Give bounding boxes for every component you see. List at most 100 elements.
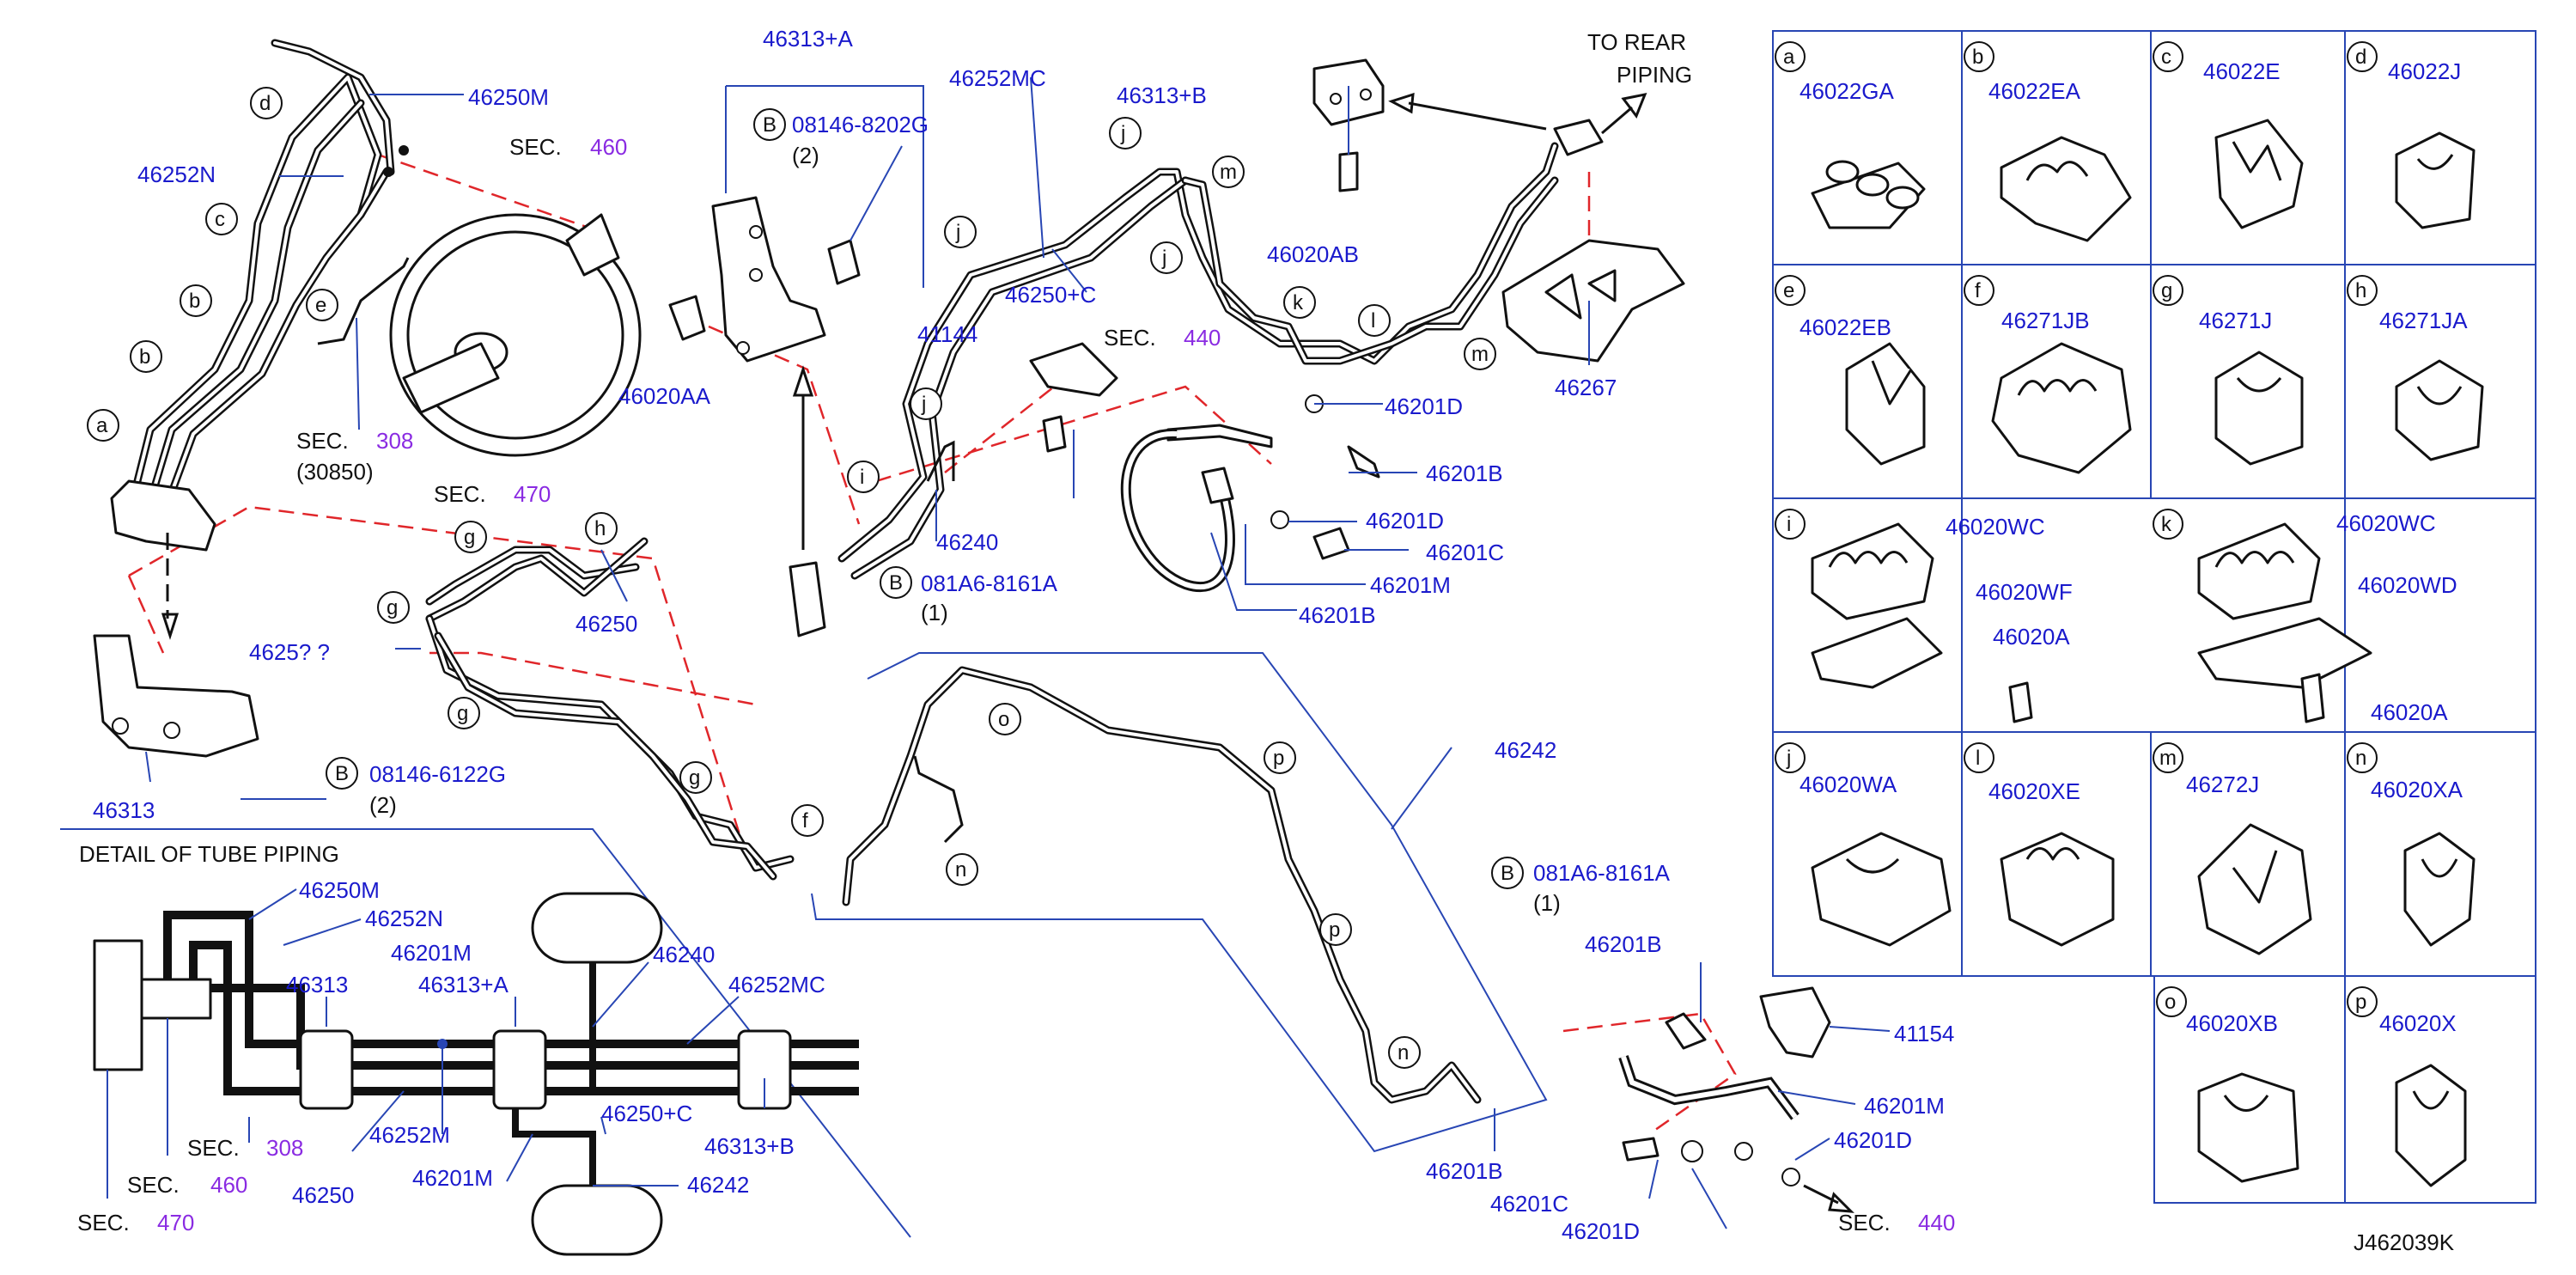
cell-letter-i: i [1787, 513, 1791, 536]
clip-drawings [1811, 119, 2484, 1187]
diagram-id: J462039K [2354, 1229, 2455, 1255]
cell-letter-k: k [2161, 513, 2172, 536]
cell-part-d: 46022J [2388, 58, 2461, 84]
label-sec308-sub: (30850) [296, 459, 374, 485]
label-46250: 46250 [575, 611, 637, 637]
svg-text:o: o [998, 708, 1009, 731]
label-46201C-b: 46201C [1490, 1191, 1568, 1217]
label-4625x-partial: 4625? ? [249, 639, 330, 665]
detail-label-46201M-b: 46201M [412, 1165, 493, 1191]
cell-part-k3: 46020A [2371, 699, 2448, 725]
cell-part-h: 46271JA [2379, 308, 2468, 333]
label-piping: PIPING [1617, 62, 1692, 88]
detail-title: DETAIL OF TUBE PIPING [79, 841, 339, 867]
front-tube-bundle [125, 39, 410, 520]
svg-text:b: b [189, 290, 200, 313]
cell-letter-j: j [1786, 747, 1791, 770]
cell-part-m: 46272J [2186, 772, 2259, 797]
svg-text:g: g [457, 702, 468, 725]
label-46252MC: 46252MC [949, 65, 1046, 91]
label-46267: 46267 [1555, 375, 1617, 400]
label-41154: 41154 [1894, 1021, 1954, 1046]
label-sec440-a: SEC. [1104, 325, 1156, 351]
detail-label-46242: 46242 [687, 1172, 749, 1198]
cell-letter-o: o [2165, 991, 2176, 1014]
clip-table-labels: a 46022GA b 46022EA c 46022E d 46022J e … [1775, 41, 2468, 1036]
detail-label-46313B: 46313+B [704, 1133, 795, 1159]
label-bolt-8202G: 08146-8202G [792, 112, 929, 137]
cell-part-k1: 46020WC [2336, 510, 2436, 536]
cell-part-i3: 46020A [1993, 624, 2070, 650]
junction-46313B [1312, 58, 1647, 192]
label-bolt-8161A-a: 081A6-8161A [921, 570, 1058, 596]
tube-46250 [425, 537, 826, 881]
label-bolt-6122G-qty: (2) [369, 792, 397, 818]
label-sec308-num: 308 [376, 428, 413, 454]
label-sec460: SEC. [509, 134, 562, 160]
svg-text:b: b [139, 345, 150, 369]
label-46201M-b: 46201M [1864, 1093, 1945, 1119]
detail-sec308-num: 308 [266, 1135, 303, 1161]
cell-part-k2: 46020WD [2358, 572, 2457, 598]
label-46242: 46242 [1495, 737, 1556, 763]
svg-text:n: n [955, 858, 966, 882]
svg-text:d: d [259, 92, 271, 115]
label-46201B-a: 46201B [1426, 461, 1503, 486]
cell-part-n: 46020XA [2371, 777, 2463, 802]
label-46240: 46240 [936, 529, 998, 555]
cell-part-a: 46022GA [1800, 78, 1895, 104]
cell-letter-p: p [2355, 991, 2366, 1014]
svg-text:g: g [689, 766, 700, 790]
cell-part-e: 46022EB [1800, 314, 1891, 340]
label-46201B-b: 46201B [1299, 602, 1376, 628]
svg-text:j: j [955, 221, 960, 244]
bracket-41144 [1029, 342, 1118, 453]
detail-label-46240: 46240 [653, 942, 715, 967]
label-46201D-a: 46201D [1385, 393, 1463, 419]
label-46250C: 46250+C [1005, 282, 1096, 308]
svg-text:g: g [464, 526, 475, 549]
label-bolt-8161A-a-qty: (1) [921, 600, 948, 625]
svg-text:n: n [1398, 1041, 1409, 1065]
cell-letter-e: e [1783, 279, 1794, 302]
detail-label-46313: 46313 [286, 972, 348, 997]
label-46201D-c: 46201D [1834, 1127, 1912, 1153]
svg-text:B: B [889, 571, 903, 595]
detail-label-46250: 46250 [292, 1182, 354, 1208]
junction-46313A [668, 196, 861, 550]
svg-text:m: m [1471, 343, 1489, 366]
rear-hose-assembly [1618, 986, 1854, 1213]
svg-text:c: c [215, 208, 225, 231]
cell-part-c: 46022E [2203, 58, 2281, 84]
cell-letter-b: b [1972, 46, 1983, 69]
label-sec440-b: SEC. [1838, 1210, 1891, 1235]
detail-labels: DETAIL OF TUBE PIPING 46250M 46252N 4620… [77, 841, 825, 1235]
label-46201D-b: 46201D [1366, 508, 1444, 534]
detail-sec470: SEC. [77, 1210, 130, 1235]
detail-label-46252MC: 46252MC [728, 972, 825, 997]
cell-part-o: 46020XB [2186, 1010, 2278, 1036]
label-bolt-8161A-b: 081A6-8161A [1533, 860, 1671, 886]
label-bolt-8202G-qty: (2) [792, 143, 819, 168]
label-46201M-a: 46201M [1370, 572, 1451, 598]
label-46201D-d: 46201D [1562, 1218, 1640, 1244]
callout-letters: d c b b a e g g g g h f i j j j j m k l … [87, 87, 1524, 1069]
label-46313B: 46313+B [1117, 82, 1207, 108]
label-46201B-c: 46201B [1585, 931, 1662, 957]
label-sec460-num: 460 [590, 134, 627, 160]
cell-part-i2: 46020WF [1976, 579, 2073, 605]
tube-46242 [842, 666, 1482, 1104]
phantom-lines [127, 153, 1737, 1136]
cell-letter-n: n [2355, 747, 2366, 770]
cell-part-f: 46271JB [2001, 308, 2090, 333]
detail-label-46252N: 46252N [365, 906, 443, 931]
cell-part-j: 46020WA [1800, 772, 1897, 797]
label-41144: 41144 [917, 321, 977, 347]
label-sec308: SEC. [296, 428, 349, 454]
cell-letter-f: f [1975, 279, 1981, 302]
label-46201B-d: 46201B [1426, 1158, 1503, 1184]
clip-table [1772, 30, 2536, 1204]
svg-text:l: l [1371, 309, 1375, 332]
detail-label-46201M: 46201M [391, 940, 472, 966]
